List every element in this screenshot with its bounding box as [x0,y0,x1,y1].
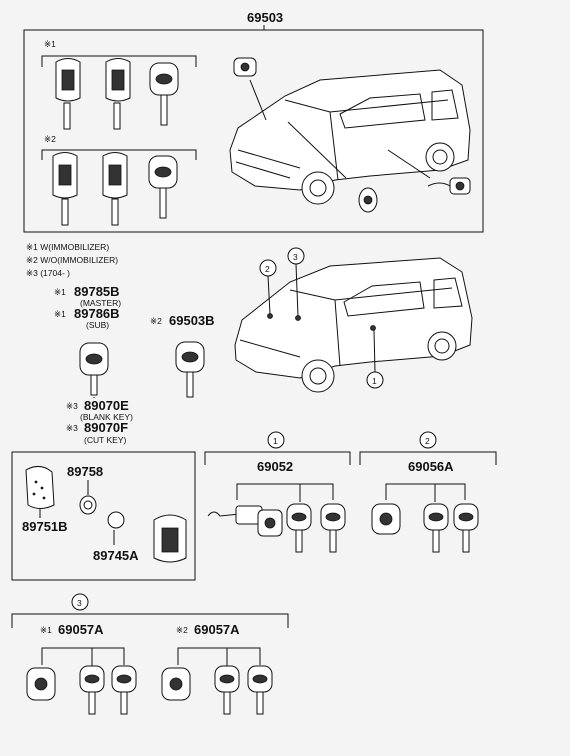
note-1: ※1 W(IMMOBILIZER) [26,242,109,252]
set3-right-key-1 [214,665,240,715]
set3-right-key-2 [247,665,273,715]
set3-right-mark: ※2 [176,625,188,635]
plain-key-1 [149,62,179,126]
group2-mark: ※2 [44,134,56,144]
svg-text:2: 2 [265,264,270,274]
remote-key-3 [52,152,78,226]
leader-back-door [387,149,431,179]
transmitter-remote [153,514,187,563]
master-key-mark: ※1 [54,287,66,297]
svg-text:2: 2 [425,436,430,446]
set1-pn: 69052 [257,459,293,474]
set2-bracket [359,451,497,465]
battery-part [107,511,125,529]
key-69503b-mark: ※2 [150,316,162,326]
callout-1-marker: 1 [366,329,384,389]
main-part-number: 69503 [247,10,283,25]
transmitter-box-frame [11,451,196,581]
plain-key-2 [148,155,178,219]
note-2: ※2 W/O(IMMOBILIZER) [26,255,118,265]
battery-pn: 89745A [93,548,139,563]
cut-key-mark: ※3 [66,423,78,433]
svg-text:3: 3 [77,598,82,608]
back-door-cylinder [427,177,471,195]
set1-bracket [204,451,351,465]
sub-key-pn: 89786B [74,306,120,321]
group2-bracket [41,149,197,160]
key-69503b [175,341,205,398]
main-assembly-frame [23,29,484,233]
vehicle-illustration-top [229,69,471,205]
transmitter-housing-part [79,495,97,515]
callout-1-header: 1 [267,431,285,449]
set2-key-1 [423,503,449,553]
set3-left-pn: 69057A [58,622,104,637]
remote-key-1 [55,58,81,130]
group1-bracket [41,55,197,67]
set2-key-2 [453,503,479,553]
svg-text:3: 3 [293,252,298,262]
door-cylinder-top [358,187,378,213]
blank-key-pn: 89070E [84,398,129,413]
set1-inner-bracket [236,483,334,500]
remote-key-2 [105,58,131,130]
ignition-cylinder-top [233,57,257,77]
leader-door [287,121,347,179]
set2-inner-bracket [385,483,466,500]
remote-key-4 [102,152,128,226]
callout-2-header: 2 [419,431,437,449]
cut-key-desc: (CUT KEY) [84,435,127,445]
master-sub-key [79,342,109,396]
master-key-desc: (MASTER) [80,298,121,308]
vehicle-illustration-middle [234,257,473,393]
set1-key-1 [286,503,312,553]
set3-left-key-1 [79,665,105,715]
sub-key-mark: ※1 [54,309,66,319]
blank-key-mark: ※3 [66,401,78,411]
set3-right-inner-bracket [177,647,261,665]
set2-cylinder [371,503,401,535]
set3-right-cylinder [161,667,191,701]
key-69503b-pn: 69503B [169,313,215,328]
sub-key-desc: (SUB) [86,320,109,330]
set3-left-mark: ※1 [40,625,52,635]
set3-bracket [11,613,289,628]
callout-2-marker: 2 [259,259,277,315]
set3-left-key-2 [111,665,137,715]
transmitter-housing-pn: 89758 [67,464,103,479]
transmitter-case [25,466,55,509]
set3-left-inner-bracket [41,647,125,665]
set2-pn: 69056A [408,459,454,474]
ignition-switch-assembly [207,505,283,537]
transmitter-case-pn: 89751B [22,519,68,534]
master-key-pn: 89785B [74,284,120,299]
svg-text:1: 1 [273,436,278,446]
leader-ignition [249,79,267,121]
set3-left-cylinder [26,667,56,701]
set3-right-pn: 69057A [194,622,240,637]
cut-key-pn: 89070F [84,420,128,435]
note-3: ※3 (1704- ) [26,268,70,278]
svg-text:1: 1 [372,376,377,386]
callout-3-marker: 3 [287,247,305,317]
set1-key-2 [320,503,346,553]
callout-3-header: 3 [71,593,89,611]
blank-key-desc: (BLANK KEY) [80,412,133,422]
group1-mark: ※1 [44,39,56,49]
